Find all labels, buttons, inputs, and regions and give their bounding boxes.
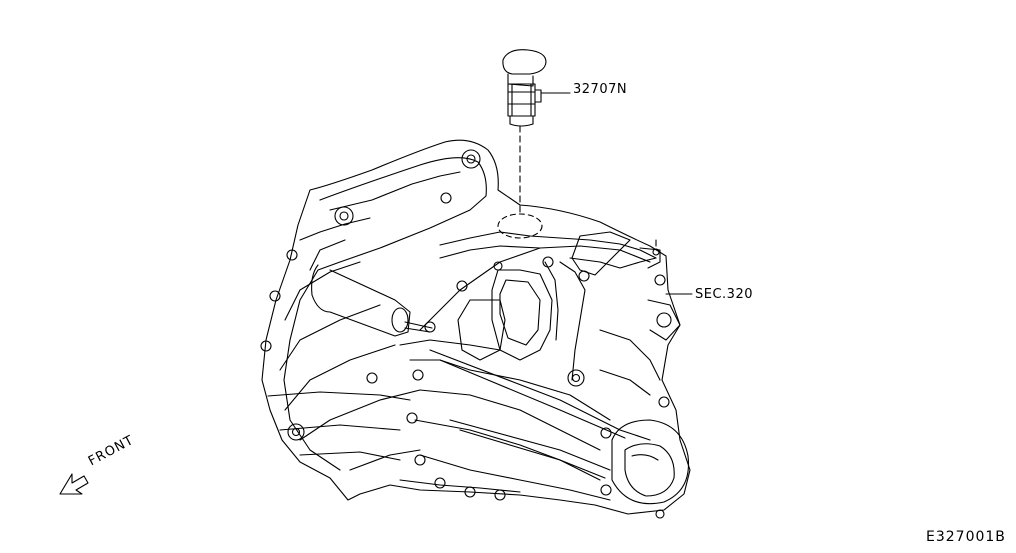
install-target-ellipse: [497, 213, 543, 239]
section-reference-label: SEC.320: [695, 287, 753, 302]
sensor-part: [502, 49, 547, 127]
part-number-label: 32707N: [573, 82, 628, 97]
bolts: [260, 149, 670, 519]
figure-code-label: E327001B: [926, 529, 1006, 545]
front-arrow-icon: [59, 473, 89, 495]
transmission-housing: [261, 139, 691, 515]
